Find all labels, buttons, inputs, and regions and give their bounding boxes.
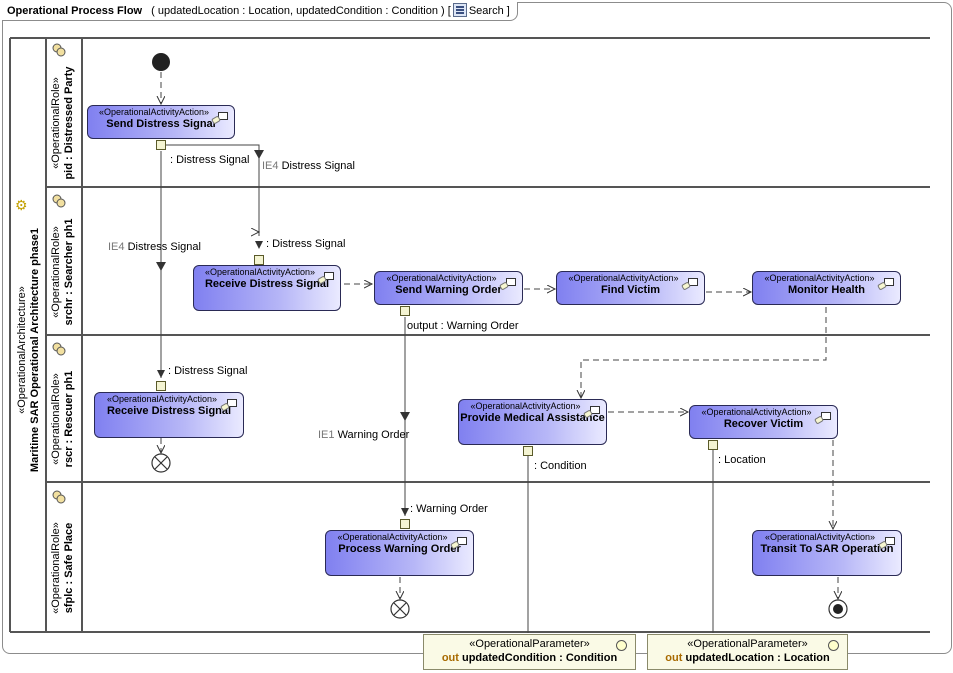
pin-warning-out[interactable] — [400, 306, 410, 316]
search-bracket-open: [ — [447, 5, 451, 17]
action-provide-medical-assistance[interactable]: «OperationalActivityAction» Provide Medi… — [458, 399, 607, 445]
pin-label-distress-in-searcher: : Distress Signal — [266, 238, 346, 250]
pin-label-condition-out: : Condition — [534, 460, 587, 472]
action-transit-to-sar-operation[interactable]: «OperationalActivityAction» Transit To S… — [752, 530, 902, 576]
flow-final-safeplace[interactable] — [390, 599, 410, 619]
flow-label-ie1-warning: IE1 Warning Order — [318, 429, 410, 441]
search-bracket-close: ] — [506, 5, 510, 17]
architecture-label: «OperationalArchitecture» Maritime SAR O… — [16, 227, 41, 473]
pin-warning-in[interactable] — [400, 519, 410, 529]
flow-final-rescuer[interactable] — [151, 453, 171, 473]
parameter-circle-icon — [828, 640, 839, 651]
lane-label-rescuer[interactable]: «OperationalRole» rscr : Rescuer ph1 — [50, 370, 75, 468]
pin-label-warning-out: output : Warning Order — [407, 320, 519, 332]
role-icon — [52, 342, 66, 356]
lane-label-distressed-party[interactable]: «OperationalRole» pid : Distressed Party — [50, 66, 75, 180]
parameter-updated-location[interactable]: «OperationalParameter» out updatedLocati… — [647, 634, 848, 670]
pin-label-location-out: : Location — [718, 454, 766, 466]
diagram-title: Operational Process Flow — [7, 5, 143, 17]
parameter-circle-icon — [616, 640, 627, 651]
action-send-warning-order[interactable]: «OperationalActivityAction» Send Warning… — [374, 271, 523, 305]
action-send-distress-signal[interactable]: «OperationalActivityAction» Send Distres… — [87, 105, 235, 139]
initial-node[interactable] — [152, 53, 170, 71]
action-receive-distress-signal-rescuer[interactable]: «OperationalActivityAction» Receive Dist… — [94, 392, 244, 438]
role-icon — [52, 194, 66, 208]
role-icon — [52, 43, 66, 57]
flow-label-ie4-rescuer: IE4 Distress Signal — [108, 241, 201, 253]
diagram-signature: ( updatedLocation : Location, updatedCon… — [151, 5, 445, 17]
pin-label-distress-out: : Distress Signal — [170, 154, 250, 166]
pin-label-warning-in: : Warning Order — [410, 503, 488, 515]
lane-label-safe-place[interactable]: «OperationalRole» sfplc : Safe Place — [50, 522, 75, 614]
pin-distress-in-searcher[interactable] — [254, 255, 264, 265]
role-icon — [52, 490, 66, 504]
architecture-gear-icon: ⚙ — [15, 197, 28, 213]
parameter-updated-condition[interactable]: «OperationalParameter» out updatedCondit… — [423, 634, 636, 670]
activity-final-node[interactable] — [828, 599, 848, 619]
behavior-icon — [452, 3, 467, 17]
search-reference[interactable]: Search — [451, 2, 504, 20]
flow-monitor-to-medical[interactable] — [581, 307, 827, 398]
action-monitor-health[interactable]: «OperationalActivityAction» Monitor Heal… — [752, 271, 901, 305]
pin-distress-in-rescuer[interactable] — [156, 381, 166, 391]
lane-label-searcher[interactable]: «OperationalRole» srchr : Searcher ph1 — [50, 218, 75, 326]
objflow-distress-to-searcher[interactable] — [166, 144, 260, 236]
pin-distress-out[interactable] — [156, 140, 166, 150]
action-receive-distress-signal-searcher[interactable]: «OperationalActivityAction» Receive Dist… — [193, 265, 341, 311]
pin-label-distress-in-rescuer: : Distress Signal — [168, 365, 248, 377]
pin-location-out[interactable] — [708, 440, 718, 450]
swimlane-grid — [9, 37, 930, 633]
pin-condition-out[interactable] — [523, 446, 533, 456]
action-find-victim[interactable]: «OperationalActivityAction» Find Victim — [556, 271, 705, 305]
action-process-warning-order[interactable]: «OperationalActivityAction» Process Warn… — [325, 530, 474, 576]
action-recover-victim[interactable]: «OperationalActivityAction» Recover Vict… — [689, 405, 838, 439]
search-label: Search — [468, 5, 504, 17]
flow-label-ie4-searcher: IE4 Distress Signal — [262, 160, 355, 172]
diagram-title-tab: Operational Process Flow ( updatedLocati… — [2, 2, 518, 21]
